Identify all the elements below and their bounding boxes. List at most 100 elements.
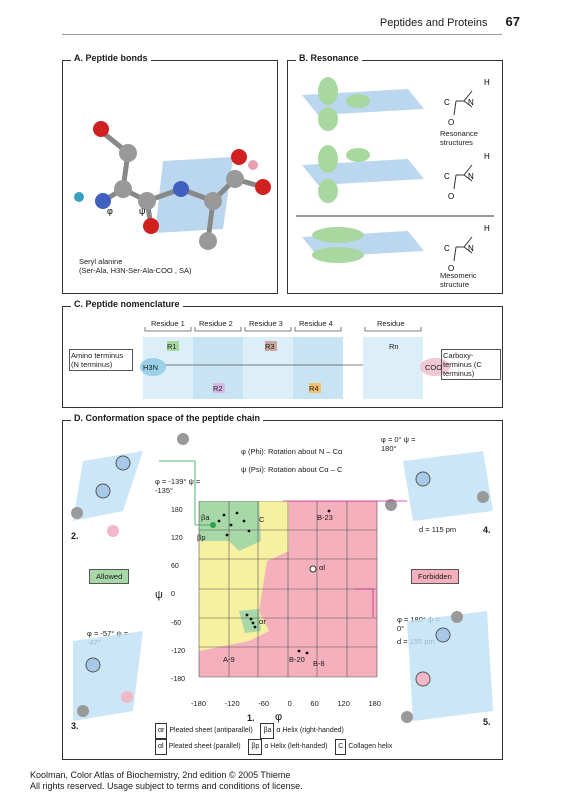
state-1-angles: φ = -139° ψ = -135°	[155, 477, 201, 495]
rn-label: Rn	[389, 342, 399, 351]
state-number-1: 1.	[247, 713, 255, 723]
legend-key: C	[335, 739, 347, 755]
residue-4: Residue 4	[299, 319, 333, 328]
caption-line-2: (Ser-Ala, H3N-Ser-Ala-COO , SA)	[79, 266, 192, 275]
mesomeric-label: Mesomeric structure	[440, 271, 477, 289]
amino-terminus: Amino terminus (N terminus)	[69, 349, 133, 371]
state-number-2: 2.	[71, 531, 79, 541]
nomenclature-illustration	[140, 327, 450, 399]
panel-d: D. Conformation space of the peptide cha…	[62, 413, 503, 760]
panel-d-title: D. Conformation space of the peptide cha…	[71, 413, 264, 423]
state-4-angles: φ = 0° ψ = 180°	[381, 435, 416, 453]
legend-key: αl	[155, 739, 167, 755]
coo-label: COO	[425, 363, 443, 372]
header-rule	[62, 34, 502, 35]
peptide-bond-illustration: φ ψ	[74, 121, 271, 250]
legend-text: α Helix (right-handed)	[276, 727, 344, 734]
residue-2: Residue 2	[199, 319, 233, 328]
state-5-angles: φ = 180° ψ = 0°	[397, 615, 440, 633]
plot-label-bp: βp	[197, 533, 206, 542]
psi-definition: ψ (Psi): Rotation about Cα – C	[241, 465, 343, 474]
x-tick: -180	[191, 699, 207, 708]
svg-text:H: H	[484, 78, 490, 87]
legend-text: Collagen helix	[348, 743, 393, 750]
plot-label-ar: αr	[259, 617, 266, 626]
state-number-5: 5.	[483, 717, 491, 727]
svg-text:C: C	[444, 172, 450, 181]
footer-line-2: All rights reserved. Usage subject to te…	[30, 781, 303, 791]
y-tick-labels: 180 120 60 0 -60 -120 -180	[171, 507, 185, 683]
phi-definition: φ (Phi): Rotation about N – Cα	[241, 447, 343, 456]
r2-label: R2	[213, 384, 223, 393]
panel-a-caption: Seryl alanine (Ser-Ala, H3N-Ser-Ala-COO …	[79, 257, 192, 275]
y-tick: 180	[171, 507, 183, 514]
y-tick: 120	[171, 535, 183, 543]
svg-text:O: O	[448, 118, 454, 127]
state-number-4: 4.	[483, 525, 491, 535]
ramachandran-plot	[198, 501, 378, 678]
svg-text:N: N	[468, 244, 474, 253]
panel-b-title: B. Resonance	[296, 53, 362, 63]
r4-label: R4	[309, 384, 319, 393]
svg-text:N: N	[468, 98, 474, 107]
legend-text: Pleated sheet (parallel)	[168, 743, 241, 750]
residue-n: Residue	[377, 319, 405, 328]
caption-line-1: Seryl alanine	[79, 257, 123, 266]
copyright-footer: Koolman, Color Atlas of Biochemistry, 2n…	[30, 770, 303, 792]
legend-key: αr	[155, 723, 168, 739]
resonance-illustration: C N H O C N H O C N H O	[296, 77, 494, 273]
svg-text:N: N	[468, 172, 474, 181]
x-tick: 180	[368, 699, 381, 708]
state-number-3: 3.	[71, 721, 79, 731]
residue-3: Residue 3	[249, 319, 283, 328]
panel-c-title: C. Peptide nomenclature	[71, 299, 183, 309]
legend-text: Pleated sheet (antiparallel)	[169, 727, 253, 734]
y-axis-label: ψ	[155, 589, 163, 601]
x-tick: -120	[224, 699, 240, 708]
svg-text:C: C	[444, 244, 450, 253]
plot-label-a9: A-9	[223, 655, 235, 664]
panel-a-title: A. Peptide bonds	[71, 53, 151, 63]
resonance-label: Resonance structures	[440, 129, 478, 147]
svg-text:O: O	[448, 264, 454, 273]
psi-symbol: ψ	[139, 206, 145, 216]
state-4-distance: d = 115 pm	[419, 525, 457, 534]
y-tick: -60	[171, 619, 182, 627]
plot-label-al: αl	[319, 563, 326, 572]
r1-label: R1	[167, 342, 177, 351]
x-tick-labels: -180 -120 -60 0 60 120 180	[191, 699, 381, 708]
legend-key: βa	[260, 723, 275, 739]
svg-text:H: H	[484, 152, 490, 161]
y-tick: 60	[171, 563, 179, 571]
legend-key: βp	[248, 739, 263, 755]
plot-label-b20: B-20	[289, 655, 305, 664]
svg-text:C: C	[444, 98, 450, 107]
footer-line-1: Koolman, Color Atlas of Biochemistry, 2n…	[30, 770, 291, 780]
plot-label-c: C	[259, 515, 265, 524]
page-header: Peptides and Proteins 67	[380, 14, 520, 29]
carboxy-terminus: Carboxy- terminus (C terminus)	[441, 349, 501, 380]
legend-text: α Helix (left-handed)	[264, 743, 328, 750]
panel-a: A. Peptide bonds φ ψ Seryl alanine (Ser-…	[62, 53, 278, 294]
svg-text:H: H	[484, 224, 490, 233]
panel-c: C. Peptide nomenclature Residue 1 Residu…	[62, 299, 503, 408]
plot-label-b23: B-23	[317, 513, 333, 522]
header-title: Peptides and Proteins	[379, 17, 488, 29]
x-tick: 120	[337, 699, 350, 708]
x-axis-label: φ	[275, 711, 283, 723]
page-number: 67	[505, 14, 520, 29]
x-tick: 60	[310, 699, 319, 708]
h3n-label: H3N	[143, 363, 159, 372]
y-tick: 0	[171, 591, 175, 599]
svg-text:O: O	[448, 192, 454, 201]
r3-label: R3	[265, 342, 275, 351]
y-tick: -120	[171, 647, 186, 655]
x-tick: -60	[258, 699, 270, 708]
y-tick: -180	[171, 675, 186, 683]
phi-symbol: φ	[107, 206, 113, 216]
plot-label-ba: βa	[201, 513, 210, 522]
